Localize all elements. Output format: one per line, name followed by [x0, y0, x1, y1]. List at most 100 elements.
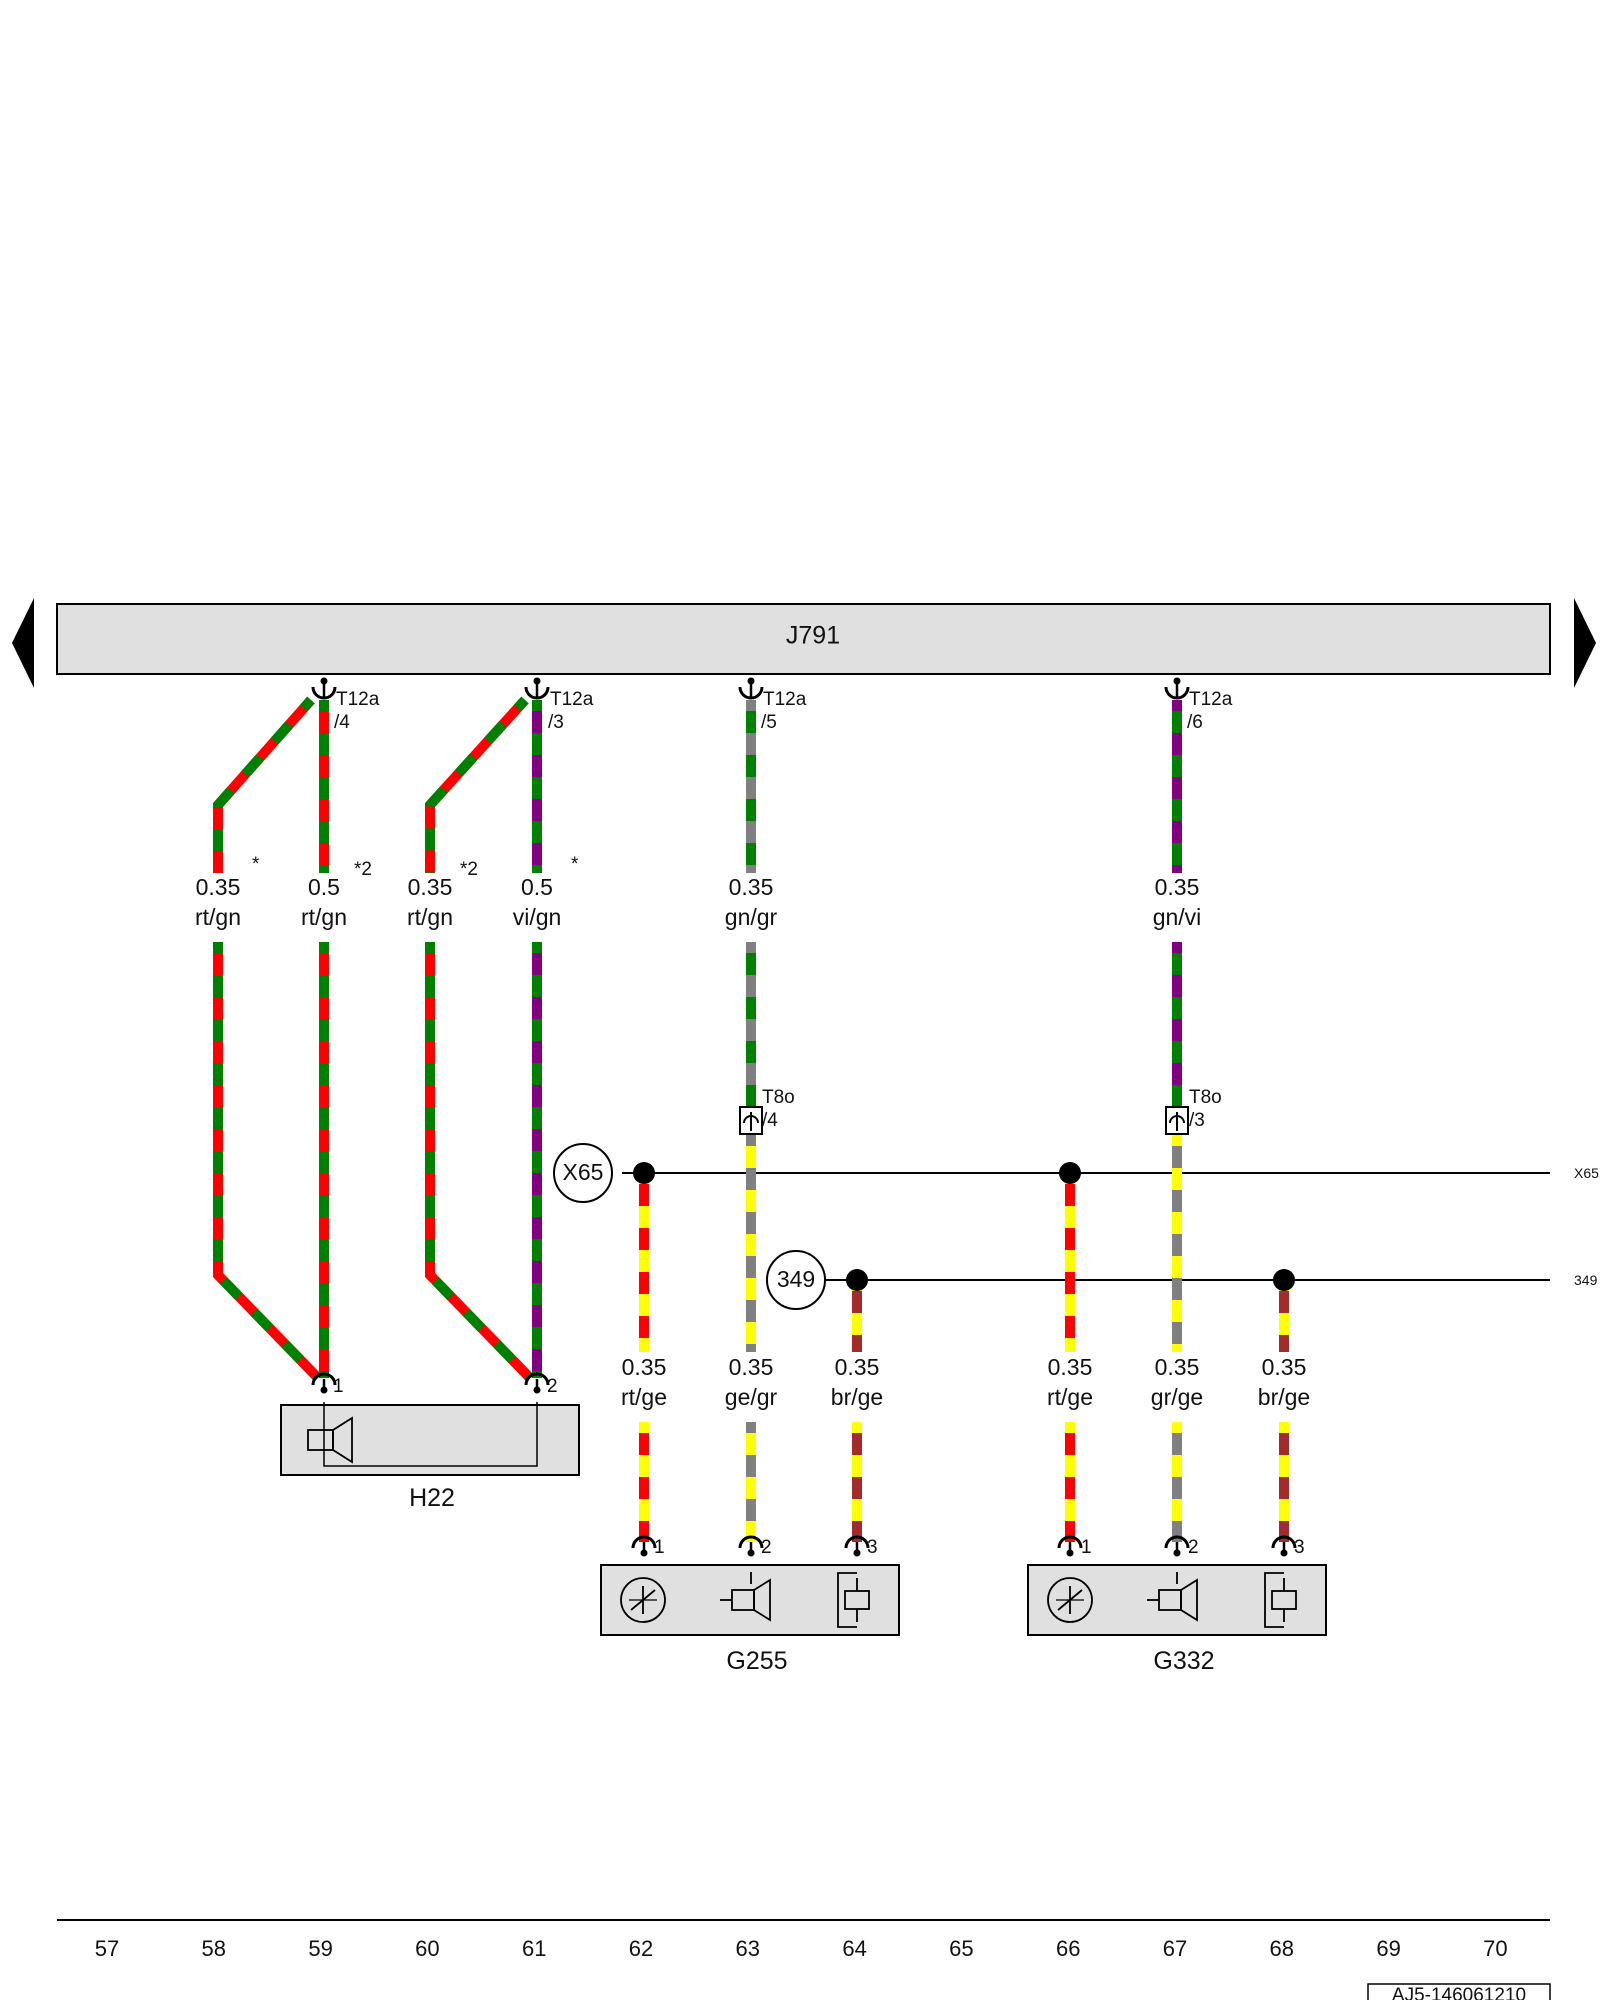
splice-349-68 [1273, 1269, 1295, 1291]
connector-t12a-6-pin: /6 [1187, 712, 1203, 733]
g255-label: G255 [726, 1647, 787, 1675]
splice-x65-66 [1059, 1162, 1081, 1184]
connector-t12a-4-terminal [311, 677, 337, 700]
track-number: 70 [1483, 1936, 1507, 1961]
drawing-id: AJ5-146061210 [1392, 1985, 1526, 2000]
h22-pin-1: 1 [333, 1376, 344, 1397]
wire-68-size: 0.35 [1262, 1354, 1307, 1380]
bus-lines: X65 349 X65 349 [553, 1143, 1599, 1310]
h22-pin-2: 2 [547, 1376, 558, 1397]
connector-labels: T12a /4 T12a /3 T12a /5 T12a /6 T8o /4 T… [334, 689, 1233, 1131]
g255-pin-3: 3 [867, 1537, 878, 1558]
sensor-pin-terminal-6 [1271, 1535, 1297, 1557]
wire-62-size: 0.35 [622, 1354, 667, 1380]
drawing-id-box [1367, 1983, 1551, 2000]
wire-64-size: 0.35 [835, 1354, 880, 1380]
wire-60-size: 0.35 [408, 874, 453, 900]
sensor-icon [1047, 1577, 1093, 1623]
sensor-pin-terminal-2 [738, 1535, 764, 1557]
next-page-arrow-icon[interactable] [1574, 598, 1596, 688]
track-number: 66 [1056, 1936, 1080, 1961]
control-unit-label: J791 [786, 622, 840, 650]
wire-58-note: * [252, 854, 260, 875]
speaker-icon [1147, 1572, 1198, 1622]
wire-60-color: rt/gn [407, 904, 453, 930]
sensor-pin-terminal-1 [631, 1535, 657, 1557]
sensor-pin-terminal-5 [1164, 1535, 1190, 1557]
connector-t12a-4-name: T12a [336, 689, 380, 710]
g332-pin-2: 2 [1188, 1537, 1199, 1558]
splice-349-64 [846, 1269, 868, 1291]
wire-64-color: br/ge [831, 1384, 883, 1410]
track-number: 57 [95, 1936, 119, 1961]
bus-349-end-label: 349 [1574, 1272, 1598, 1288]
component-g332: 1 2 3 G332 [1027, 1537, 1327, 1675]
connector-t12a-3-name: T12a [550, 689, 594, 710]
connector-t12a-5-name: T12a [763, 689, 807, 710]
wire-60-note: *2 [460, 859, 478, 880]
wire-58-size: 0.35 [196, 874, 241, 900]
connector-t12a-5-terminal [738, 677, 764, 700]
h22-pin-2-terminal [524, 1372, 550, 1394]
wire-labels: 0.35 rt/gn * 0.5 rt/gn *2 0.35 rt/gn *2 … [195, 854, 1310, 1410]
track-number: 62 [629, 1936, 653, 1961]
terminals [311, 677, 1297, 1557]
horn-icon [307, 1416, 353, 1464]
connector-t8o-3-pin: /3 [1189, 1110, 1205, 1131]
track-number: 60 [415, 1936, 439, 1961]
h22-label: H22 [409, 1484, 455, 1512]
previous-page-arrow-icon[interactable] [12, 598, 34, 688]
g332-pin-3: 3 [1294, 1537, 1305, 1558]
wire-67-top-size: 0.35 [1155, 874, 1200, 900]
track-number: 68 [1270, 1936, 1294, 1961]
g332-label: G332 [1153, 1647, 1214, 1675]
track-number: 61 [522, 1936, 546, 1961]
h22-pin-1-terminal [311, 1372, 337, 1394]
track-number: 63 [736, 1936, 760, 1961]
wire-63-top-size: 0.35 [729, 874, 774, 900]
bus-x65-marker [553, 1143, 613, 1203]
control-unit-j791: J791 [56, 603, 1551, 675]
connector-t8o-4-pin: /4 [762, 1110, 778, 1131]
wire-59-note: *2 [354, 859, 372, 880]
sensor-icon [620, 1577, 666, 1623]
track-number: 58 [202, 1936, 226, 1961]
connector-t8o-4-terminal [739, 1106, 763, 1135]
component-g255: 1 2 3 G255 [600, 1537, 900, 1675]
speaker-icon [720, 1572, 771, 1622]
wire-66-color: rt/ge [1047, 1384, 1093, 1410]
g255-pin-1: 1 [654, 1537, 665, 1558]
wire-63-top-color: gn/gr [725, 904, 778, 930]
splices [633, 1162, 1295, 1291]
connector-t8o-3-terminal [1165, 1106, 1189, 1135]
wire-66-size: 0.35 [1048, 1354, 1093, 1380]
track-number: 69 [1376, 1936, 1400, 1961]
wire-59-size: 0.5 [308, 874, 340, 900]
wire-w60 [425, 696, 534, 1382]
wire-63-bottom-size: 0.35 [729, 1354, 774, 1380]
wire-61-color: vi/gn [513, 904, 562, 930]
component-h22: 1 2 H22 [280, 1376, 580, 1512]
connector-t12a-3-pin: /3 [548, 712, 564, 733]
sensor-pin-terminal-4 [1057, 1535, 1083, 1557]
splice-x65-62 [633, 1162, 655, 1184]
piezo-icon [1264, 1572, 1297, 1628]
wire-67-top-color: gn/vi [1153, 904, 1202, 930]
connector-t8o-3-name: T8o [1189, 1087, 1222, 1108]
connector-t12a-5-pin: /5 [761, 712, 777, 733]
sensor-pin-terminal-3 [844, 1535, 870, 1557]
wires [213, 696, 1289, 1542]
track-number: 64 [842, 1936, 866, 1961]
connector-t12a-6-terminal [1164, 677, 1190, 700]
piezo-icon [837, 1572, 870, 1628]
bus-x65-end-label: X65 [1574, 1165, 1599, 1181]
bus-349-label: 349 [777, 1266, 815, 1292]
wire-61-note: * [571, 854, 579, 875]
track-number: 67 [1163, 1936, 1187, 1961]
wire-67-bottom-size: 0.35 [1155, 1354, 1200, 1380]
wire-68-color: br/ge [1258, 1384, 1310, 1410]
connector-t8o-4-name: T8o [762, 1087, 795, 1108]
wire-63-bottom-color: ge/gr [725, 1384, 778, 1410]
